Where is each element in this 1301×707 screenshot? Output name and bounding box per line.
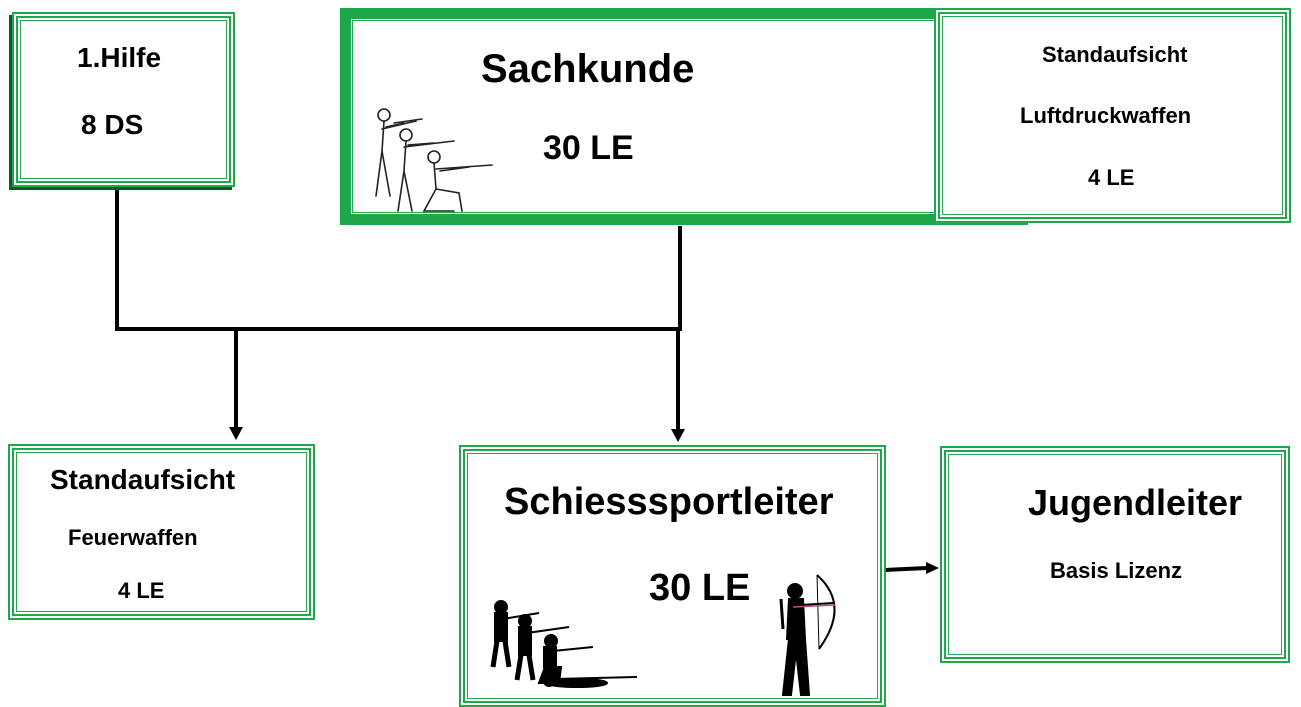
arrowhead-sport-leader <box>671 429 685 442</box>
firearms-line2: Feuerwaffen <box>68 525 198 550</box>
box-firearms: Standaufsicht Feuerwaffen 4 LE <box>8 444 315 620</box>
box-air-weapons: Standaufsicht Luftdruckwaffen 4 LE <box>934 8 1291 223</box>
sachkunde-sub: 30 LE <box>543 129 634 167</box>
sachkunde-title: Sachkunde <box>481 47 695 91</box>
sport-leader-title: Schiesssportleiter <box>504 481 834 523</box>
arrowhead-youth-leader <box>926 562 939 574</box>
air-weapons-line3: 4 LE <box>1088 165 1135 190</box>
youth-leader-sub: Basis Lizenz <box>1050 558 1183 583</box>
air-weapons-line2: Luftdruckwaffen <box>1020 103 1192 128</box>
shooters-sketch-icon <box>375 108 493 212</box>
first-aid-sub: 8 DS <box>81 109 144 140</box>
box-sachkunde: Sachkunde 30 LE <box>340 8 1028 225</box>
arrow-to-youth-leader <box>884 566 928 572</box>
firearms-line3: 4 LE <box>118 578 165 603</box>
box-youth-leader: Jugendleiter Basis Lizenz <box>940 446 1290 663</box>
sport-leader-sub: 30 LE <box>649 567 751 609</box>
box-first-aid: 1.Hilfe 8 DS <box>12 12 235 187</box>
archer-icon <box>779 574 836 696</box>
box-sport-leader: Schiesssportleiter 30 LE <box>459 445 886 707</box>
firearms-line1: Standaufsicht <box>50 464 236 495</box>
shooters-silhouette-icon <box>490 600 638 688</box>
youth-leader-title: Jugendleiter <box>1028 482 1243 523</box>
air-weapons-line1: Standaufsicht <box>1042 42 1188 67</box>
arrowhead-firearms <box>229 427 243 440</box>
first-aid-title: 1.Hilfe <box>77 42 162 73</box>
